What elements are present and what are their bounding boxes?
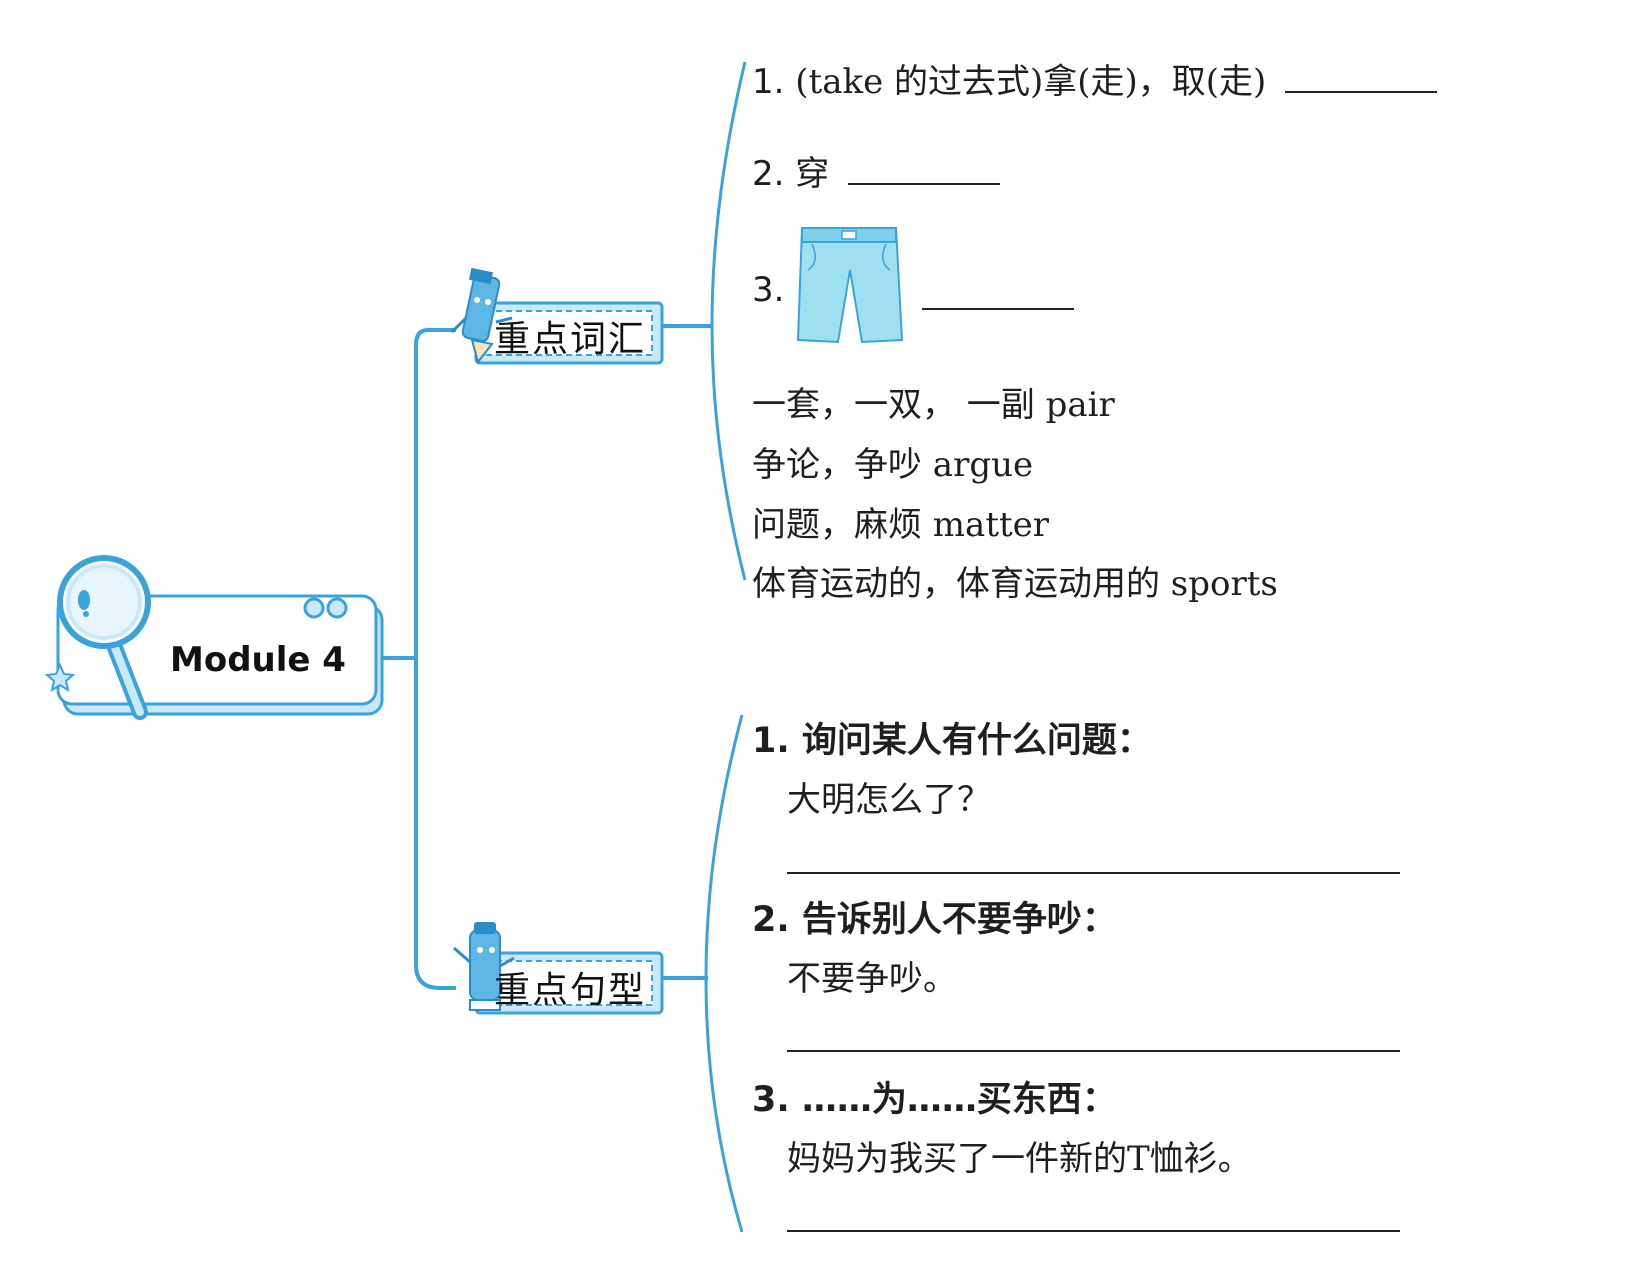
- sentence-answer-line-2[interactable]: [787, 1050, 1400, 1052]
- shorts-icon: [796, 227, 904, 344]
- vocab-item-number: 1.: [752, 62, 785, 102]
- vocab-answer-blank-3[interactable]: [922, 308, 1074, 310]
- vocab-tag-box: [474, 301, 664, 365]
- vocab-item-text: (take 的过去式)拿(走)，取(走): [795, 62, 1267, 102]
- sentence-item-2-chinese: 不要争吵。: [787, 959, 957, 999]
- pencil-mascot-icon: [450, 267, 513, 365]
- vocab-item-text: 穿: [795, 154, 830, 194]
- vocab-item-number: 2.: [752, 154, 785, 194]
- vocab-item-3: 3.: [752, 270, 784, 310]
- vocab-answer-blank-1[interactable]: [1285, 90, 1438, 93]
- sentence-item-heading: ……为……买东西：: [801, 1080, 1117, 1120]
- vocab-word-4: 体育运动的，体育运动用的 sports: [752, 564, 1278, 604]
- sentence-answer-line-3[interactable]: [787, 1230, 1400, 1232]
- connector-lines: [380, 61, 747, 1233]
- sentences-tag-box: [474, 951, 664, 1015]
- sentences-category-label: 重点句型: [494, 970, 647, 1011]
- sentence-item-1-chinese: 大明怎么了？: [787, 780, 991, 820]
- sentence-item-number: 2.: [752, 900, 790, 940]
- vocab-word-3: 问题，麻烦 matter: [752, 505, 1050, 545]
- sentence-item-number: 3.: [752, 1080, 790, 1120]
- vocab-category-label: 重点词汇: [494, 319, 647, 360]
- vocab-word-2: 争论，争吵 argue: [752, 445, 1034, 485]
- vocab-item-number: 3.: [752, 270, 785, 310]
- sentence-item-3-chinese: 妈妈为我买了一件新的T恤衫。: [787, 1139, 1252, 1179]
- sentence-item-3-title: 3. ……为……买东西：: [752, 1071, 1117, 1122]
- magnifier-icon: [57, 555, 151, 720]
- sentence-item-heading: 询问某人有什么问题：: [801, 721, 1152, 761]
- star-icon: [44, 662, 76, 693]
- sentence-item-2-title: 2. 告诉别人不要争吵：: [752, 891, 1117, 942]
- vocab-item-1: 1. (take 的过去式)拿(走)，取(走): [752, 54, 1438, 103]
- vocab-word-1: 一套，一双， 一副 pair: [752, 385, 1115, 425]
- sentence-item-heading: 告诉别人不要争吵：: [801, 900, 1117, 940]
- vocab-item-2: 2. 穿: [752, 146, 1001, 195]
- sentence-answer-line-1[interactable]: [787, 872, 1400, 874]
- sentence-item-1-title: 1. 询问某人有什么问题：: [752, 712, 1152, 763]
- vocab-answer-blank-2[interactable]: [848, 182, 1001, 185]
- sentence-item-number: 1.: [752, 721, 790, 761]
- module-title: Module 4: [170, 640, 346, 680]
- marker-mascot-icon: [453, 922, 515, 1011]
